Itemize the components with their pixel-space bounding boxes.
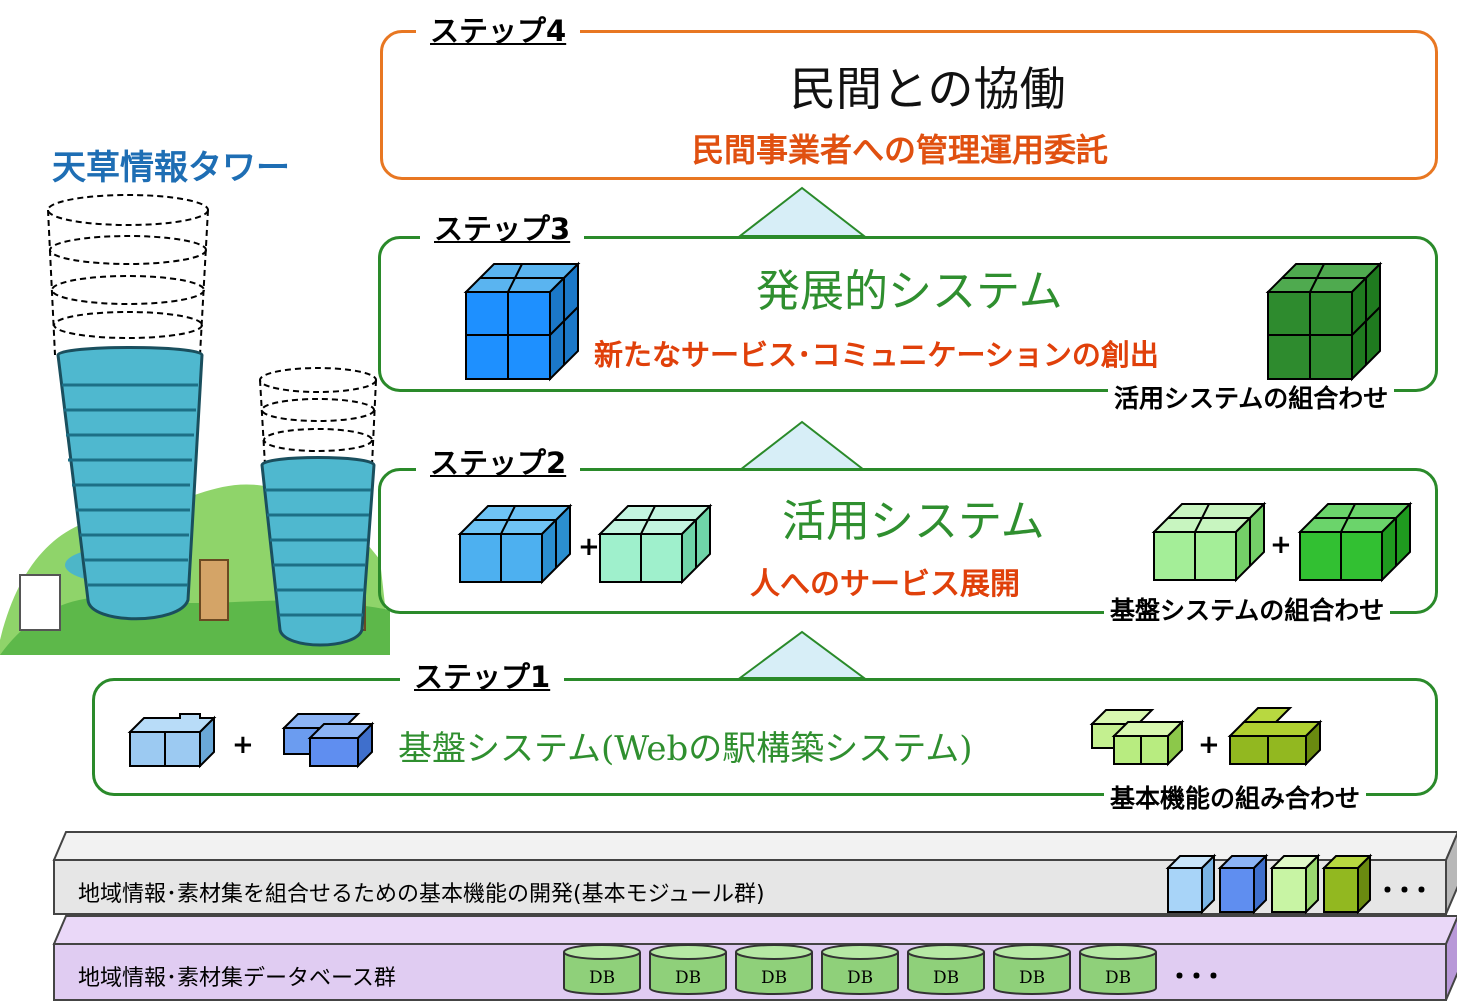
arrow-step2-to-3 [737,420,867,471]
arrow-step1-to-2 [736,630,868,679]
step2-label: ステップ2 [416,446,581,480]
step4-label: ステップ4 [416,14,581,48]
database-layer-ellipsis: ･･･ [1172,960,1223,995]
database-icon: DB [562,944,642,995]
step2-caption: 基盤システムの組合わせ [1104,596,1391,626]
blue-block-icon [281,713,375,769]
tower-title: 天草情報タワー [52,148,290,188]
light-green-block-icon [1089,709,1185,767]
module-layer-ellipsis: ･･･ [1380,874,1431,909]
database-label: DB [674,968,702,988]
light-green-module-icon [1151,501,1267,583]
step4-subheading: 民間事業者への管理運用委託 [692,131,1109,169]
database-layer-text: 地域情報･素材集データベース群 [78,966,396,991]
plus-sign: + [1270,530,1292,560]
arrow-step3-to-4 [737,186,867,237]
plus-sign: + [232,730,254,760]
step3-label: ステップ3 [420,212,585,246]
light-blue-module-icon [457,503,573,585]
step2-subheading: 人へのサービス展開 [750,567,1020,602]
module-cubes-icon [1165,853,1373,915]
database-icon: DB [648,944,728,995]
olive-block-icon [1227,707,1323,767]
plus-sign: + [1198,730,1220,760]
database-icon: DB [734,944,814,995]
database-label: DB [1104,968,1132,988]
plus-sign: + [578,532,600,562]
database-label: DB [1018,968,1046,988]
step1-label: ステップ1 [400,660,565,694]
database-label: DB [760,968,788,988]
database-label: DB [846,968,874,988]
blue-cube-icon [463,261,581,382]
step3-caption: 活用システムの組合わせ [1108,384,1395,414]
database-label: DB [588,968,616,988]
step2-heading: 活用システム [782,496,1045,547]
step3-panel [378,236,1438,392]
module-layer-text: 地域情報･素材集を組合せるための基本機能の開発(基本モジュール群) [78,882,765,907]
step4-heading: 民間との協働 [790,62,1066,116]
step1-caption: 基本機能の組み合わせ [1104,784,1367,814]
green-module-icon [1297,501,1413,583]
database-icon: DB [906,944,986,995]
step3-heading: 発展的システム [756,266,1063,317]
step4-panel [380,30,1438,180]
step3-subheading: 新たなサービス･コミュニケーションの創出 [594,338,1159,372]
database-icon: DB [820,944,900,995]
green-cube-icon [1265,261,1383,382]
step1-heading: 基盤システム(Webの駅構築システム) [398,729,973,769]
database-icon: DB [1078,944,1158,995]
tower-illustration [0,194,390,655]
step1-panel [92,678,1438,796]
light-blue-block-icon [127,713,217,769]
database-label: DB [932,968,960,988]
database-icon: DB [992,944,1072,995]
step2-panel [378,468,1438,614]
mint-module-icon [597,503,713,585]
